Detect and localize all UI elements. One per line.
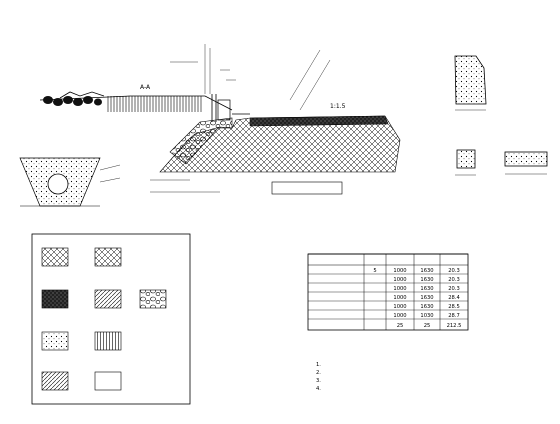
table-cell: 25 bbox=[397, 323, 404, 329]
note-number: 2. bbox=[316, 370, 321, 376]
table-cell: 1630 bbox=[420, 286, 433, 292]
table-cell: 1030 bbox=[420, 313, 433, 319]
table-cell: 20.3 bbox=[448, 277, 460, 283]
table-cell: 1630 bbox=[420, 277, 433, 283]
boulder-cluster-left bbox=[43, 96, 102, 106]
table-cell: 1000 bbox=[393, 286, 406, 292]
vegetation-hatch bbox=[107, 96, 202, 112]
leader-lines bbox=[150, 44, 331, 193]
table-cell: 28.4 bbox=[448, 295, 460, 301]
table-cell: 25 bbox=[424, 323, 431, 329]
table-cell: 5 bbox=[373, 268, 376, 274]
slope-ratio-label: 1:1.5 bbox=[330, 103, 346, 110]
pavement-layer bbox=[249, 115, 389, 127]
embankment-fill bbox=[159, 115, 401, 173]
table-cell: 1630 bbox=[420, 304, 433, 310]
section-mark-label: A-A bbox=[140, 84, 151, 91]
main-cross-section: A-A 1:1.5 bbox=[39, 44, 401, 195]
table-cell: 1000 bbox=[393, 277, 406, 283]
table-cell: 1630 bbox=[420, 268, 433, 274]
table-grid bbox=[308, 254, 468, 330]
note-number: 3. bbox=[316, 378, 321, 384]
table-cell: 1000 bbox=[393, 295, 406, 301]
drain-section-detail bbox=[19, 157, 121, 207]
material-legend bbox=[31, 233, 191, 405]
table-cell: 20.3 bbox=[448, 268, 460, 274]
table-cell: 28.7 bbox=[448, 313, 460, 319]
table-cell: 212.5 bbox=[447, 323, 462, 329]
precast-slab-detail bbox=[504, 151, 548, 175]
table-cell: 20.3 bbox=[448, 286, 460, 292]
table-cell: 1000 bbox=[393, 304, 406, 310]
edge-block-detail bbox=[455, 149, 476, 176]
table-body: 5 1000 1630 20.3 1000 1630 20.3 1000 163… bbox=[373, 268, 461, 329]
quantity-table: 5 1000 1630 20.3 1000 1630 20.3 1000 163… bbox=[307, 253, 469, 331]
design-notes: 1. 2. 3. 4. bbox=[316, 362, 321, 392]
note-number: 4. bbox=[316, 386, 321, 392]
table-cell: 1630 bbox=[420, 295, 433, 301]
note-number: 1. bbox=[316, 362, 321, 368]
section-title-box bbox=[271, 181, 343, 195]
curb-stone-detail bbox=[454, 55, 487, 111]
table-cell: 28.5 bbox=[448, 304, 460, 310]
table-cell: 1000 bbox=[393, 313, 406, 319]
table-cell: 1000 bbox=[393, 268, 406, 274]
